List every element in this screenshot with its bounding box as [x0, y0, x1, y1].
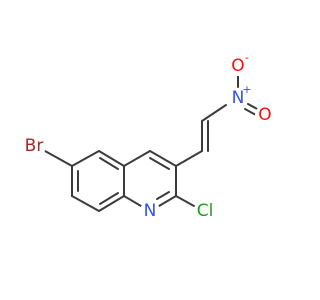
bond-c5-c6 — [71, 150, 100, 167]
bond-c2-n1-inner — [156, 191, 170, 200]
n-nitro-label-bg — [228, 88, 248, 108]
bond-c4a-c5-inner — [99, 157, 119, 170]
structure-svg: Br N Cl N + O - O — [22, 51, 275, 222]
atom-n-nitro-label: N — [232, 88, 245, 108]
o-minus-label-bg — [228, 56, 248, 76]
cl-label-bg — [194, 200, 216, 222]
atom-o-minus-label: O — [231, 56, 244, 76]
n-ring-label-bg — [140, 201, 160, 221]
bond-c2-n1 — [158, 195, 177, 207]
atom-n-nitro-charge: + — [242, 83, 251, 96]
bond-c8-c8a-inner — [99, 192, 119, 205]
o-double-label-bg — [255, 105, 275, 125]
bond-c7-c8 — [71, 195, 100, 212]
bond-c8-c8a — [98, 195, 125, 212]
bond-c4-c3 — [149, 150, 177, 167]
bond-c3-cv1 — [175, 150, 203, 167]
br-label-bg — [22, 134, 46, 158]
bond-c6-br — [44, 150, 73, 167]
bond-c4-c3-inner — [149, 157, 170, 170]
bond-lines — [44, 75, 260, 212]
bond-n-nitro-o-double-second — [244, 108, 257, 116]
atom-n-ring-label: N — [144, 201, 157, 221]
bond-c4a-c5 — [98, 150, 125, 167]
atom-cl-label: Cl — [197, 201, 214, 221]
bond-cv2-n-nitro — [201, 104, 227, 122]
atom-br-label: Br — [25, 136, 44, 156]
bond-c2-cl — [175, 195, 195, 207]
atom-labels: Br N Cl N + O - O — [22, 51, 275, 222]
bond-n1-c8a — [123, 195, 142, 207]
atom-o-minus-charge: - — [245, 51, 249, 64]
bond-c4a-c4 — [123, 150, 151, 167]
molecule-diagram: Br N Cl N + O - O — [22, 51, 275, 222]
atom-o-double-label: O — [258, 105, 271, 125]
